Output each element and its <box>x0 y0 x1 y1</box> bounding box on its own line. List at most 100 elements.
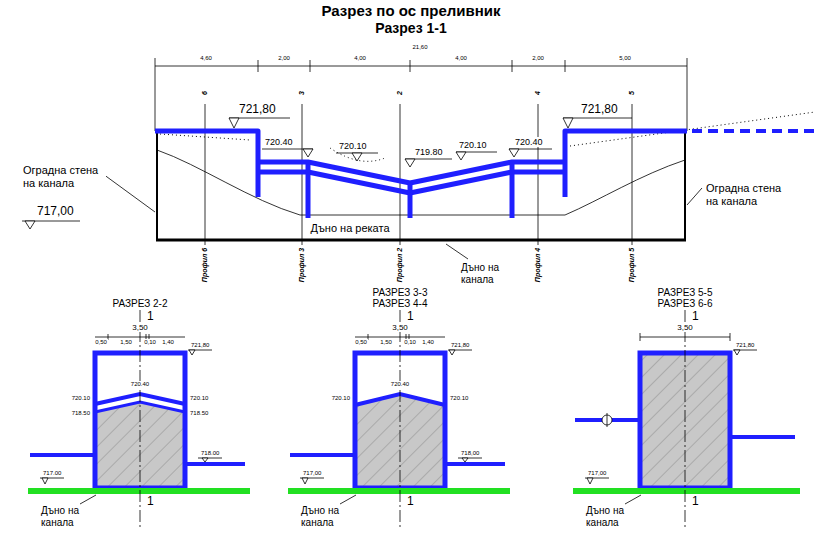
elevation-mark: 721,80 <box>580 103 619 117</box>
extension-line <box>155 58 156 131</box>
downstream-floor <box>730 435 795 439</box>
elevation-triangle <box>509 149 519 157</box>
dimension-text: 3,50 <box>131 323 149 332</box>
elevation-triangle <box>462 458 468 462</box>
section-title: РАЗРЕЗ 4-4 <box>372 298 429 310</box>
dimension-text: 4,00 <box>454 55 468 62</box>
elevation-triangle <box>202 458 208 462</box>
profile-label: Профил 6 <box>201 247 209 283</box>
canal-bottom-note: Дъно на канала <box>300 505 362 528</box>
elevation-mark: 720.10 <box>189 395 209 402</box>
elevation-mark: 721,80 <box>238 103 277 117</box>
elevation-mark: 720.10 <box>449 395 469 402</box>
dimension-tick <box>410 60 411 72</box>
downstream-floor <box>445 462 505 466</box>
section-title: РАЗРЕЗ 3-3 <box>372 287 429 299</box>
elevation-triangle <box>734 350 740 355</box>
profile-number: 6 <box>201 90 209 96</box>
elevation-mark: 717,00 <box>302 470 322 477</box>
approach-floor <box>30 453 95 457</box>
downstream-floor <box>185 462 245 466</box>
canal-bottom-note: Дъно на канала <box>40 505 102 528</box>
dimension-tick <box>310 60 311 72</box>
channel-wall-line <box>684 131 686 240</box>
elevation-mark: 718.50 <box>189 410 209 417</box>
leader-line <box>80 495 96 504</box>
elevation-mark: 720.40 <box>130 381 150 388</box>
dimension-text: 2,00 <box>277 55 291 62</box>
section-title: РАЗРЕЗ 5-5 <box>657 287 714 299</box>
pier <box>306 162 311 218</box>
profile-label: Профил 4 <box>534 247 542 283</box>
section-axis-number: 1 <box>691 495 700 509</box>
dimension-tick <box>512 60 513 72</box>
elevation-mark: 717.00 <box>42 470 62 477</box>
elevation-triangle <box>229 118 239 128</box>
dimension-text: 3,50 <box>676 323 694 332</box>
dimension-tick <box>730 333 731 341</box>
dimension-tick <box>258 60 259 72</box>
section-axis-number: 1 <box>406 495 415 509</box>
section-title: Разрез 1-1 <box>374 20 448 36</box>
dimension-text: 21,60 <box>411 44 428 51</box>
section-title: РАЗРЕЗ 2-2 <box>112 298 169 310</box>
section-title: РАЗРЕЗ 6-6 <box>657 298 714 310</box>
profile-number: 3 <box>298 90 306 96</box>
dimension-text: 5,00 <box>618 55 632 62</box>
axis-line <box>685 310 686 528</box>
section-axis-number: 1 <box>406 310 415 324</box>
elevation-triangle <box>302 478 308 484</box>
elevation-triangle <box>587 478 593 484</box>
elevation-mark: 720.10 <box>71 395 91 402</box>
elevation-mark: 720.40 <box>264 137 294 147</box>
dimension-text: 0,10 <box>403 339 417 346</box>
dimension-text: 0,10 <box>143 339 157 346</box>
section-axis-number: 1 <box>691 310 700 324</box>
profile-number: 4 <box>534 90 542 96</box>
elevation-mark: 719.80 <box>414 147 444 157</box>
right-wall <box>565 131 687 197</box>
elevation-triangle <box>303 149 313 157</box>
leader-line <box>687 188 702 205</box>
canal-bottom <box>573 488 800 494</box>
dimension-text: 1,40 <box>161 339 175 346</box>
elevation-triangle <box>405 159 415 167</box>
approach-floor <box>290 453 355 457</box>
canal-bottom <box>288 488 510 494</box>
dimension-line <box>355 337 445 338</box>
elevation-triangle <box>42 478 48 484</box>
dimension-text: 1,50 <box>119 339 133 346</box>
riverbed-note: Дъно на реката <box>309 222 390 235</box>
dimension-line <box>640 337 730 338</box>
pier <box>408 183 413 218</box>
wall-note: Оградна стена на канала <box>22 164 106 189</box>
pier <box>510 162 515 218</box>
wall-continuation <box>692 129 815 133</box>
elevation-triangle <box>563 118 573 128</box>
elevation-mark: 721,80 <box>450 342 470 349</box>
profile-line <box>632 104 633 245</box>
extension-line <box>687 58 688 131</box>
profile-number: 5 <box>628 90 636 96</box>
elevation-triangle <box>449 350 455 355</box>
leader-line <box>446 244 468 259</box>
dimension-tick <box>565 60 566 72</box>
dimension-text: 2,00 <box>531 55 545 62</box>
channel-wall-line <box>156 131 158 240</box>
elevation-mark: 718.00 <box>200 450 220 457</box>
elevation-triangle <box>25 221 35 229</box>
dimension-tick <box>640 333 641 341</box>
canal-bottom <box>28 488 250 494</box>
left-wall <box>155 131 258 197</box>
elevation-mark: 718,00 <box>460 450 480 457</box>
leader-line <box>340 495 356 504</box>
canal-bottom-note: Дъно на канала <box>460 262 522 285</box>
elevation-triangle <box>189 350 195 355</box>
dimension-text: 1,40 <box>421 339 435 346</box>
axis-line <box>400 310 401 528</box>
elevation-mark: 721,80 <box>735 342 755 349</box>
profile-line <box>205 104 206 245</box>
dimension-text: 0,50 <box>94 339 108 346</box>
